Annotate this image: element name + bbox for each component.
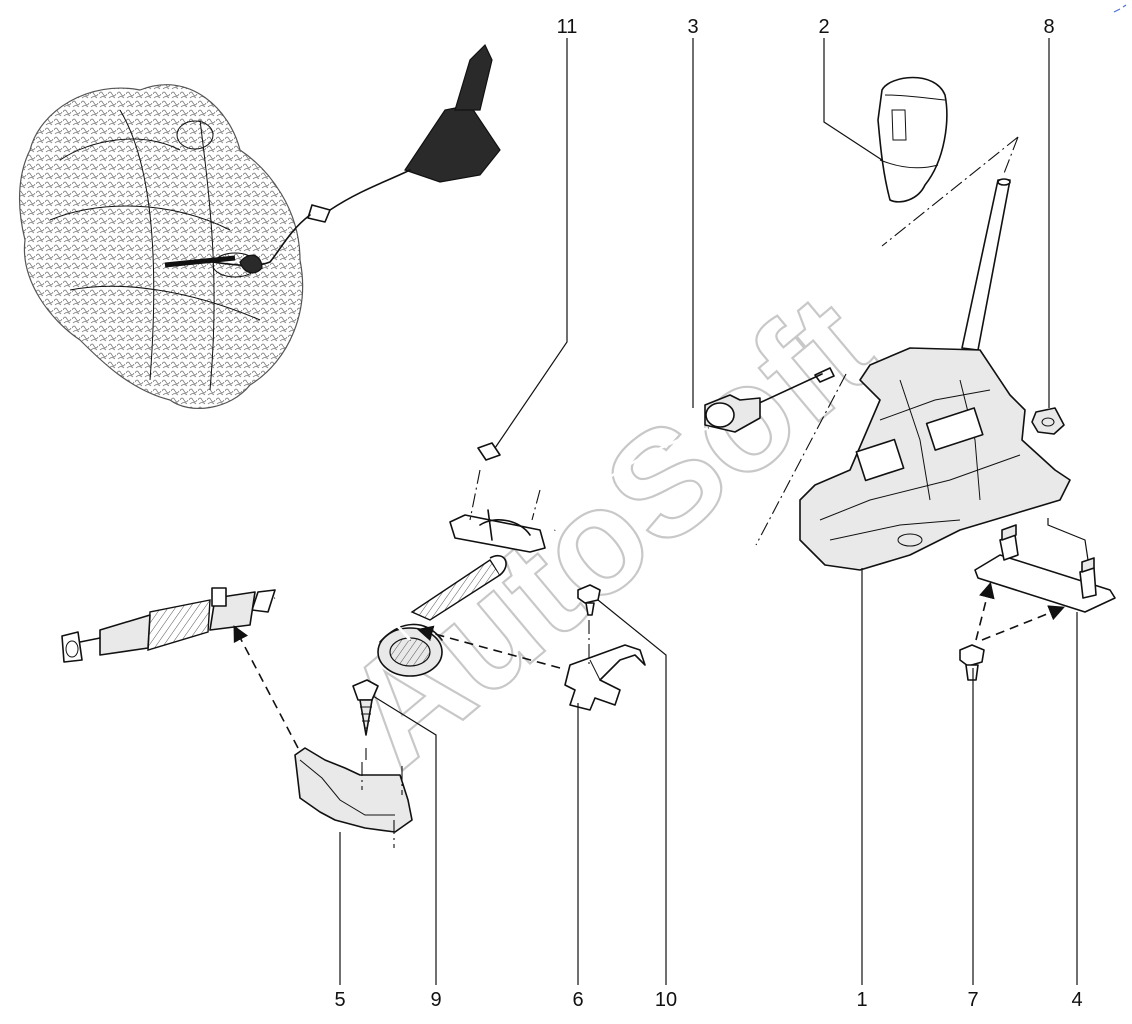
callout-3: 3: [687, 16, 698, 38]
assembly-arrows: [233, 581, 1065, 760]
engine-assembly-illustration: [18, 43, 501, 409]
gearbox-cable-end: [61, 587, 412, 663]
mounting-plate-4: [974, 518, 1116, 613]
cable-support-bracket-6: [564, 644, 646, 711]
callout-10: 10: [655, 989, 677, 1011]
callout-6: 6: [572, 989, 583, 1011]
cable-bracket: [449, 442, 546, 553]
leader-lines: [339, 38, 1078, 985]
housing-axis-line: [755, 373, 847, 546]
callout-7: 7: [967, 989, 978, 1011]
cable-sleeve: [410, 555, 507, 621]
callout-2: 2: [818, 16, 829, 38]
corner-mark: [1113, 4, 1127, 13]
knob-axis-line: [881, 136, 1019, 247]
gear-knob: [877, 76, 948, 203]
callout-1: 1: [856, 989, 867, 1011]
bolt-10: [577, 584, 601, 616]
nut-8: [1031, 407, 1065, 435]
callout-4: 4: [1071, 989, 1082, 1011]
callout-11: 11: [557, 16, 578, 38]
bolt-9: [352, 679, 379, 736]
heat-shield-bracket-5: [294, 747, 413, 848]
gear-lever: [961, 178, 1011, 351]
callout-9: 9: [430, 989, 441, 1011]
shift-cable: [554, 367, 835, 531]
bolt-7: [959, 644, 985, 681]
callout-8: 8: [1043, 16, 1054, 38]
callout-5: 5: [334, 989, 345, 1011]
shifter-housing: [799, 347, 1071, 571]
callout-labels: 11 3 2 8 5 9 6 10 1 7 4: [334, 16, 1082, 1011]
